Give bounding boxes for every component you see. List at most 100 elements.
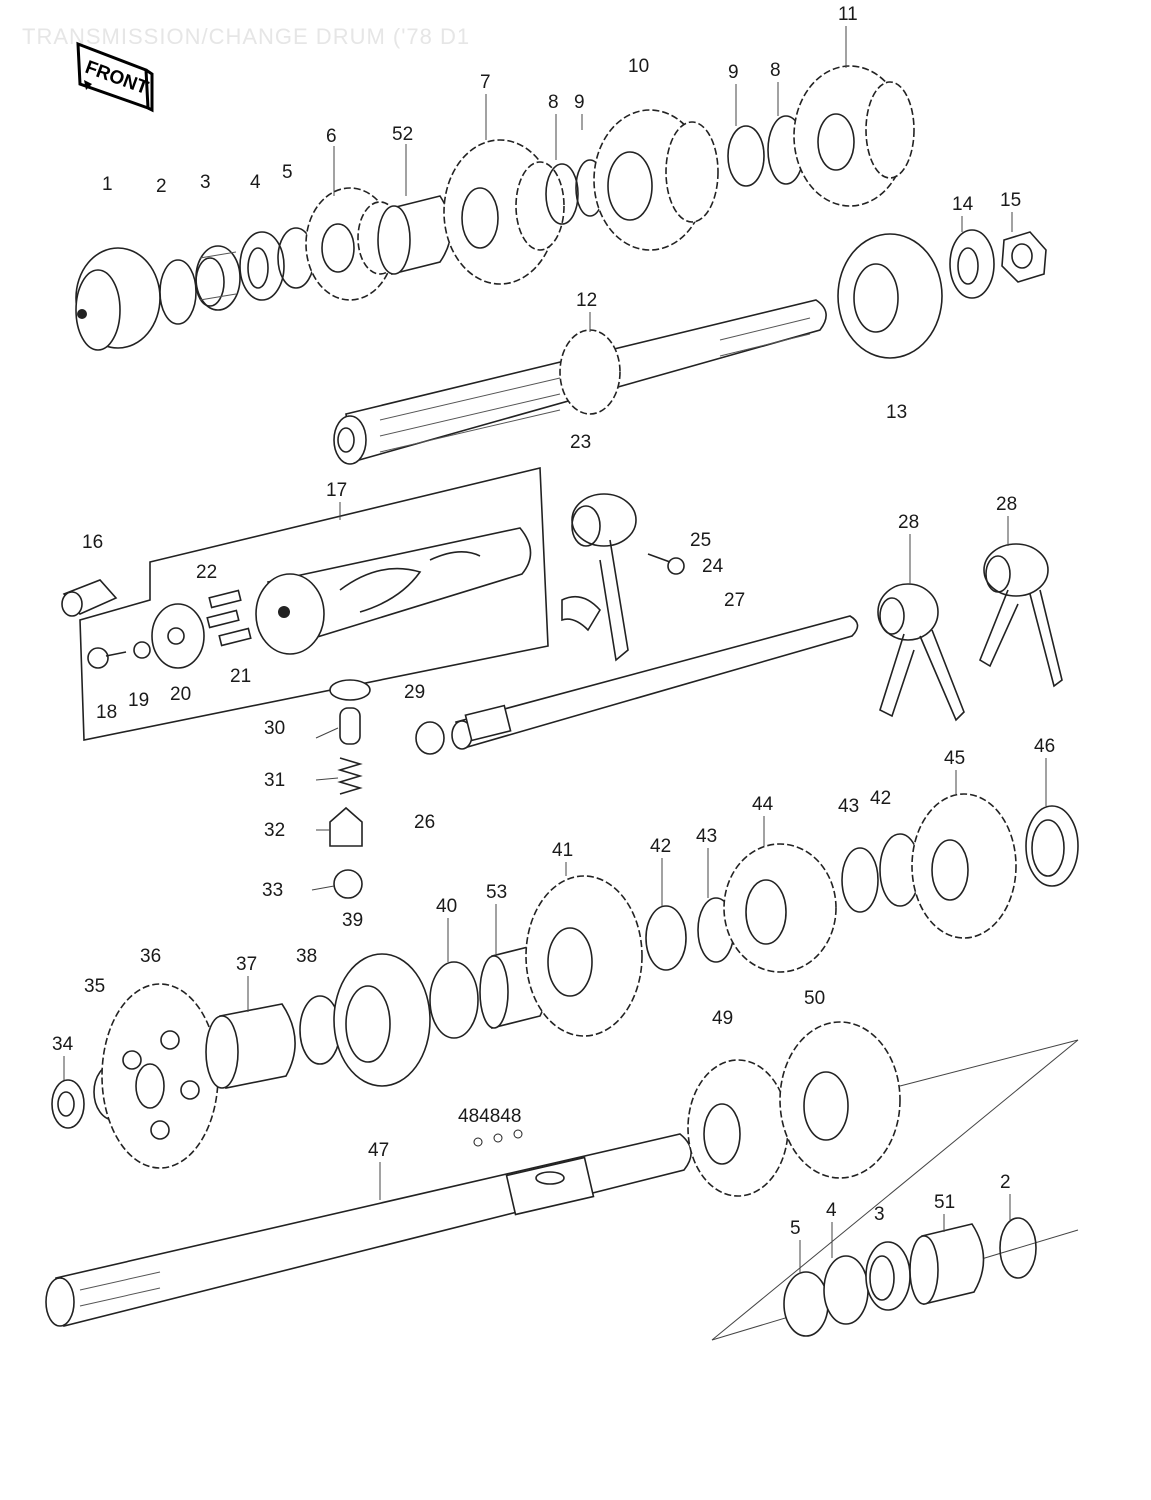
gear-41-part xyxy=(525,875,643,1037)
callout: 5 xyxy=(282,162,293,183)
bearing-cap-part xyxy=(75,247,161,351)
callout: 36 xyxy=(140,946,161,967)
callout: 15 xyxy=(1000,190,1021,211)
gear-45-part xyxy=(911,793,1017,939)
needle-bearing-3b-part xyxy=(865,1241,911,1311)
callout: 26 xyxy=(414,812,435,833)
holder-33-part xyxy=(333,869,363,899)
callout: 44 xyxy=(752,794,774,815)
circlip-part xyxy=(159,259,197,325)
callout: 43 xyxy=(696,826,717,847)
callout: 6 xyxy=(326,126,337,147)
pin-22b-part xyxy=(206,609,240,629)
circlip-43b-part xyxy=(841,847,879,913)
neutral-switch-16-part xyxy=(61,579,118,617)
gear-44-part xyxy=(723,843,837,973)
bolt-24-part xyxy=(647,553,685,575)
screw-18-part xyxy=(87,647,127,669)
callout: 32 xyxy=(264,820,285,841)
pin-21-part xyxy=(218,627,252,647)
callout: 53 xyxy=(486,882,507,903)
gear-10-part xyxy=(593,109,719,251)
change-drum-panel-outline xyxy=(79,466,549,741)
callout: 31 xyxy=(264,770,285,791)
callout: 7 xyxy=(480,72,491,93)
callout: 40 xyxy=(436,896,457,917)
callout: 27 xyxy=(724,590,745,611)
washer-40-part xyxy=(429,961,479,1039)
callout: 30 xyxy=(264,718,285,739)
callout: 13 xyxy=(886,402,907,423)
ball-bearing-39-part xyxy=(333,953,431,1087)
callout: 3 xyxy=(200,172,211,193)
nut-34-part xyxy=(51,1079,85,1129)
gear-11-part xyxy=(793,65,915,207)
callout: 49 xyxy=(712,1008,733,1029)
shift-fork-28a-part xyxy=(877,583,965,722)
callout: 43 xyxy=(838,796,859,817)
callout: 14 xyxy=(952,194,974,215)
callout: 29 xyxy=(404,682,425,703)
callout: 24 xyxy=(702,556,724,577)
shift-fork-27-part xyxy=(561,493,637,662)
callout: 37 xyxy=(236,954,257,975)
callout: 28 xyxy=(898,512,919,533)
callout: 45 xyxy=(944,748,965,769)
output-shaft-47-part xyxy=(45,1129,692,1327)
callout: 39 xyxy=(342,910,363,931)
front-arrow-icon: FRONT xyxy=(76,41,154,113)
callout: 4 xyxy=(250,172,261,193)
callout: 35 xyxy=(84,976,105,997)
callout: 34 xyxy=(52,1034,74,1055)
callout: 484848 xyxy=(458,1106,521,1127)
snap-ring-5b-part xyxy=(783,1271,829,1337)
callout: 22 xyxy=(196,562,217,583)
needle-bearing-part xyxy=(195,245,241,311)
collar-37-part xyxy=(205,1003,296,1089)
gear-7-part xyxy=(443,139,565,285)
thrust-washer-part xyxy=(239,231,285,301)
leader-lines xyxy=(63,26,1047,1274)
callout: 9 xyxy=(728,62,739,83)
callout: 18 xyxy=(96,702,117,723)
washer-42-part xyxy=(645,905,687,971)
nut-15-part xyxy=(1001,231,1047,283)
callout: 10 xyxy=(628,56,649,77)
callout: 47 xyxy=(368,1140,389,1161)
circlip-2b-part xyxy=(999,1217,1037,1279)
bushing-52-part xyxy=(377,195,452,276)
spring-31-part xyxy=(337,757,363,795)
callout: 41 xyxy=(552,840,573,861)
output-gear-row xyxy=(429,793,1079,1039)
callout: 21 xyxy=(230,666,251,687)
callout: 25 xyxy=(690,530,711,551)
callout: 12 xyxy=(576,290,597,311)
change-drum-17-part xyxy=(255,527,532,655)
drive-shaft-23-part xyxy=(333,299,827,465)
callout: 42 xyxy=(870,788,891,809)
callout: 38 xyxy=(296,946,317,967)
callout: 5 xyxy=(790,1218,801,1239)
circlip-part xyxy=(545,163,579,225)
callout: 1 xyxy=(102,174,113,195)
callout-labels: 1 2 3 4 5 6 52 7 8 9 10 9 8 11 12 13 14 … xyxy=(52,4,1055,1239)
callout: 8 xyxy=(770,60,781,81)
callout: 2 xyxy=(1000,1172,1011,1193)
washer-4b-part xyxy=(823,1255,869,1325)
plug-32-part xyxy=(329,806,363,847)
callout: 17 xyxy=(326,480,347,501)
callout: 23 xyxy=(570,432,591,453)
callout: 19 xyxy=(128,690,149,711)
washer-14-part xyxy=(949,229,995,299)
callout: 8 xyxy=(548,92,559,113)
washer-19-part xyxy=(133,641,151,659)
washer-46-part xyxy=(1025,805,1079,887)
callout: 28 xyxy=(996,494,1017,515)
shift-rod-part xyxy=(451,615,859,750)
washer-part xyxy=(727,125,765,187)
callout: 9 xyxy=(574,92,585,113)
callout: 50 xyxy=(804,988,825,1009)
change-drum-assembly xyxy=(61,466,549,741)
ball-bearing-13-part xyxy=(837,233,943,359)
callout: 4 xyxy=(826,1200,837,1221)
